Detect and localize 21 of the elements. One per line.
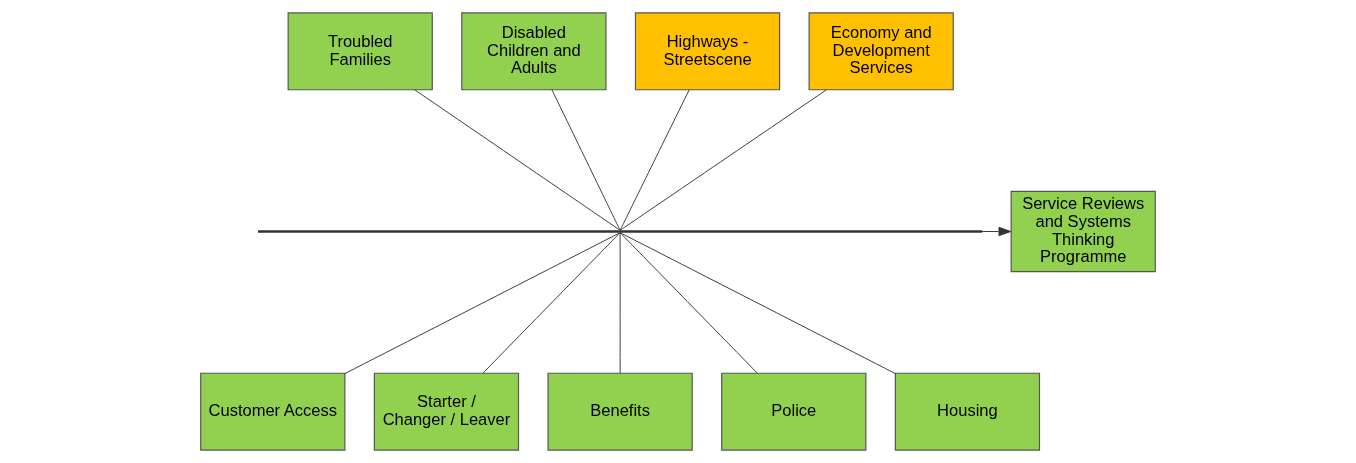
connector xyxy=(344,232,621,374)
connector xyxy=(414,89,621,231)
node-box: Economy and Development Services xyxy=(808,12,954,91)
connector xyxy=(551,89,621,231)
node-box: Police xyxy=(721,372,867,451)
node-box: Benefits xyxy=(547,372,693,451)
node-box: Disabled Children and Adults xyxy=(461,12,607,91)
node-box: Troubled Families xyxy=(287,12,433,91)
node-bar xyxy=(258,230,983,233)
connector xyxy=(619,232,758,374)
connector xyxy=(482,232,621,374)
node-box: Housing xyxy=(894,372,1041,451)
node-box: Starter / Changer / Leaver xyxy=(373,372,520,451)
node-box: Service Reviews and Systems Thinking Programme xyxy=(1010,190,1156,273)
connector xyxy=(619,89,827,231)
connector xyxy=(619,232,896,374)
node-box: Customer Access xyxy=(200,372,346,451)
connector xyxy=(619,232,621,374)
arrow xyxy=(981,226,1012,237)
connector xyxy=(619,89,690,231)
node-box: Highways - Streetscene xyxy=(634,12,781,91)
